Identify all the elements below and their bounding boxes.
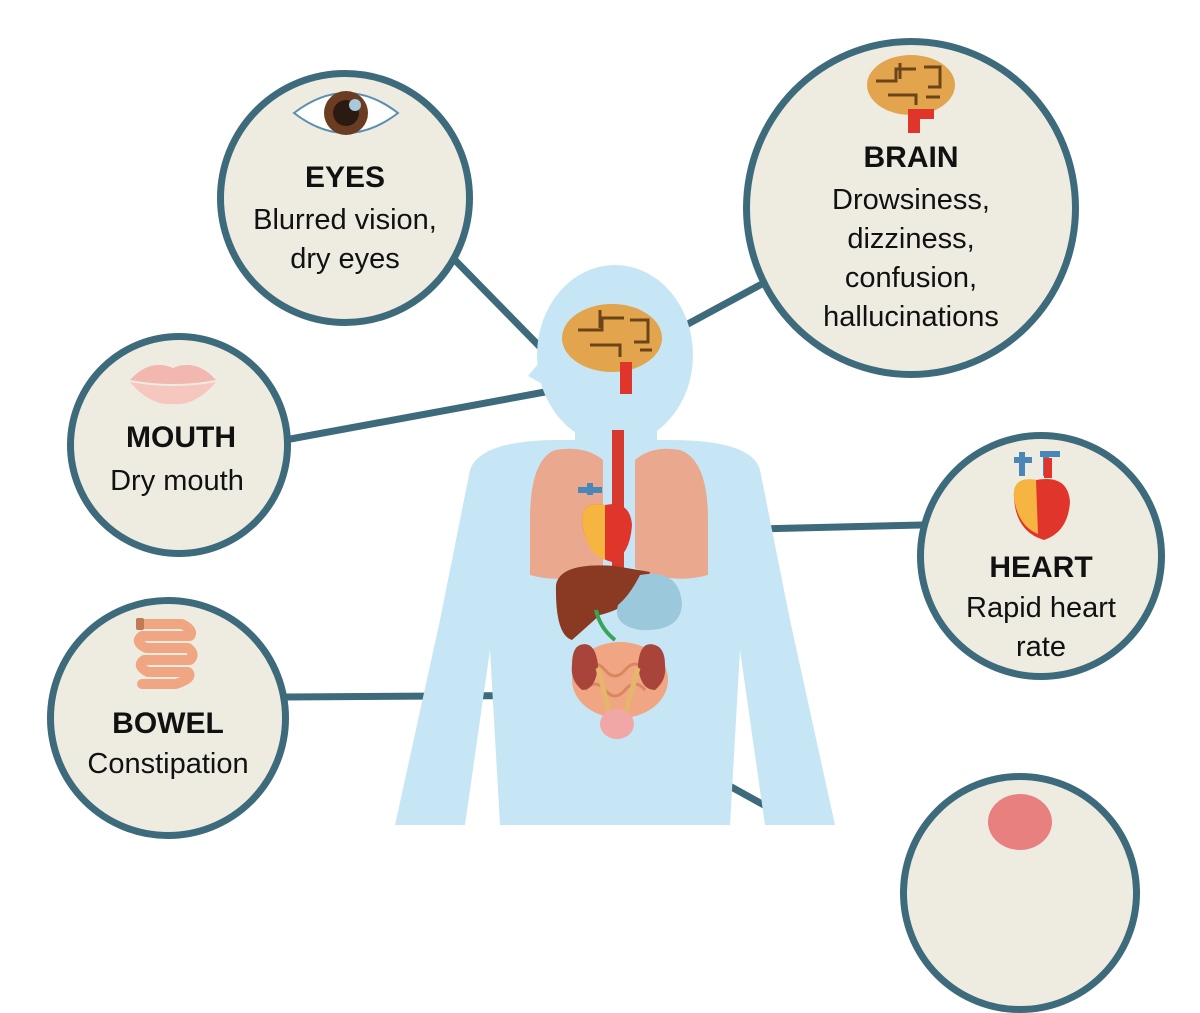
brain-desc-line-2: dizziness, bbox=[847, 223, 975, 255]
liver-icon bbox=[555, 565, 650, 640]
mouth-desc-line-1: Dry mouth bbox=[110, 465, 244, 497]
heart-title: HEART bbox=[989, 551, 1093, 584]
ureters bbox=[595, 667, 641, 716]
brain-desc-line-1: Drowsiness, bbox=[832, 184, 990, 216]
bladder-icon bbox=[600, 709, 634, 739]
heart-icon bbox=[1013, 451, 1070, 540]
anticholinergic-effects-diagram: EYES Blurred vision, dry eyes BRAIN Drow… bbox=[47, 38, 1165, 1013]
brain-icon bbox=[867, 55, 955, 133]
partial-organ-icon bbox=[988, 794, 1052, 850]
lips-icon bbox=[130, 364, 216, 405]
bile-duct bbox=[594, 609, 617, 642]
brain-desc-line-4: hallucinations bbox=[823, 301, 999, 333]
mouth-title: MOUTH bbox=[126, 421, 236, 454]
eye-icon bbox=[292, 91, 400, 135]
bowel-title: BOWEL bbox=[112, 707, 224, 740]
heart-bubble bbox=[917, 432, 1165, 680]
connector-eyes bbox=[446, 251, 549, 356]
lungs-icon bbox=[530, 448, 708, 579]
brain-desc-line-3: confusion, bbox=[844, 262, 978, 294]
heart-desc-line-1: Rapid heart bbox=[966, 592, 1116, 624]
connector-mouth bbox=[281, 388, 549, 444]
intestine-icon bbox=[133, 618, 198, 689]
heart-desc-line-2: rate bbox=[1016, 631, 1066, 663]
brain-title: BRAIN bbox=[863, 141, 959, 174]
kidneys-icon bbox=[571, 644, 666, 690]
stomach-icon bbox=[616, 573, 682, 631]
body-illustration bbox=[281, 251, 926, 825]
eyes-desc-line-1: Blurred vision, bbox=[253, 204, 437, 236]
eyes-desc-line-2: dry eyes bbox=[290, 243, 400, 275]
eyes-title: EYES bbox=[304, 161, 386, 194]
bowel-desc-line-1: Constipation bbox=[87, 748, 249, 780]
body-heart-icon bbox=[578, 483, 632, 562]
head-brain-icon bbox=[562, 304, 662, 394]
